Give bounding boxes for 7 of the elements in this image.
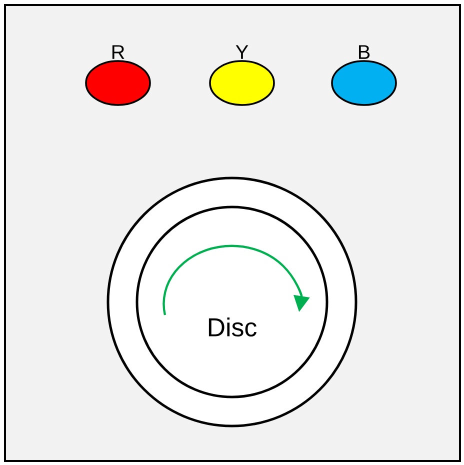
node-label: B — [358, 45, 370, 59]
indicator-lamp: Y — [209, 45, 275, 106]
indicator-lamp: B — [331, 45, 397, 106]
indicator-lamp: R — [85, 45, 151, 106]
node-label: Y — [236, 45, 248, 59]
disc: Disc — [106, 176, 358, 428]
node-label: R — [112, 45, 124, 59]
